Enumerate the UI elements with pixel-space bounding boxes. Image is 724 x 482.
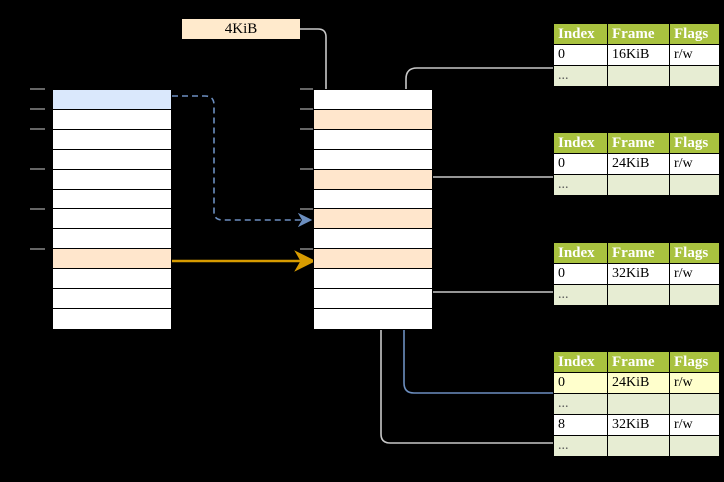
table-cell <box>607 393 670 415</box>
page-directory-row <box>53 308 171 329</box>
page-directory-row <box>53 129 171 150</box>
page-table-row <box>314 169 432 190</box>
table-cell: r/w <box>669 372 720 394</box>
page-directory-row <box>53 289 171 309</box>
page-table-row <box>314 269 432 290</box>
table-cell <box>607 435 670 457</box>
table-cell <box>607 284 670 306</box>
page-table-row <box>314 209 432 230</box>
left-column-ticks <box>30 88 45 250</box>
table-cell: 8 <box>553 414 608 436</box>
table-cell <box>669 393 720 415</box>
column-header-index: Index <box>553 132 608 154</box>
table-cell <box>607 174 670 196</box>
page-directory-row <box>53 169 171 190</box>
table-cell: ... <box>553 284 608 306</box>
middle-column-ticks <box>300 88 313 250</box>
column-header-frame: Frame <box>607 132 670 154</box>
column-header-flags: Flags <box>669 132 720 154</box>
table-cell <box>669 65 720 87</box>
table-cell <box>607 65 670 87</box>
table-cell: 0 <box>553 44 608 66</box>
column-header-flags: Flags <box>669 351 720 373</box>
page-directory-row <box>53 189 171 210</box>
page-directory-row <box>53 249 171 270</box>
page-directory-row <box>53 209 171 230</box>
column-header-frame: Frame <box>607 242 670 264</box>
table-cell: 0 <box>553 263 608 285</box>
table-cell: r/w <box>669 44 720 66</box>
page-directory-row <box>53 109 171 130</box>
page-directory-row <box>53 229 171 250</box>
page-table-row <box>314 229 432 250</box>
page-table-row <box>314 308 432 329</box>
wire-frametable2-to-pagetable <box>410 176 553 221</box>
table-row: ... <box>553 435 720 457</box>
page-directory-column <box>52 89 172 330</box>
table-cell: 24KiB <box>607 372 670 394</box>
page-table-row <box>314 129 432 150</box>
page-table-row <box>314 289 432 309</box>
table-row: ... <box>553 65 720 87</box>
page-directory-row <box>53 149 171 170</box>
wire-frametable3-to-pagetable <box>410 260 553 293</box>
column-header-flags: Flags <box>669 23 720 45</box>
page-table-row <box>314 90 432 110</box>
table-cell: 0 <box>553 153 608 175</box>
table-cell <box>669 284 720 306</box>
table-cell <box>669 174 720 196</box>
column-header-index: Index <box>553 242 608 264</box>
column-header-index: Index <box>553 351 608 373</box>
table-row: ... <box>553 393 720 415</box>
table-cell: r/w <box>669 263 720 285</box>
page-table-row <box>314 109 432 130</box>
table-cell: ... <box>553 174 608 196</box>
table-cell: 0 <box>553 372 608 394</box>
table-cell: r/w <box>669 153 720 175</box>
column-header-index: Index <box>553 23 608 45</box>
page-size-label: 4KiB <box>182 19 300 39</box>
table-cell: ... <box>553 393 608 415</box>
wire-directory-to-table-blue <box>172 95 313 228</box>
table-cell: ... <box>553 65 608 87</box>
table-cell: ... <box>553 435 608 457</box>
page-table-row <box>314 149 432 170</box>
page-table-column <box>313 89 433 330</box>
table-cell: 16KiB <box>607 44 670 66</box>
table-cell: 32KiB <box>607 414 670 436</box>
column-header-frame: Frame <box>607 23 670 45</box>
column-header-flags: Flags <box>669 242 720 264</box>
page-table-row <box>314 249 432 270</box>
page-directory-row <box>53 90 171 110</box>
page-table-row <box>314 189 432 210</box>
column-header-frame: Frame <box>607 351 670 373</box>
table-cell: 32KiB <box>607 263 670 285</box>
table-row: ... <box>553 284 720 306</box>
table-cell: r/w <box>669 414 720 436</box>
table-row: ... <box>553 174 720 196</box>
table-cell: 24KiB <box>607 153 670 175</box>
table-cell <box>669 435 720 457</box>
page-directory-row <box>53 269 171 290</box>
